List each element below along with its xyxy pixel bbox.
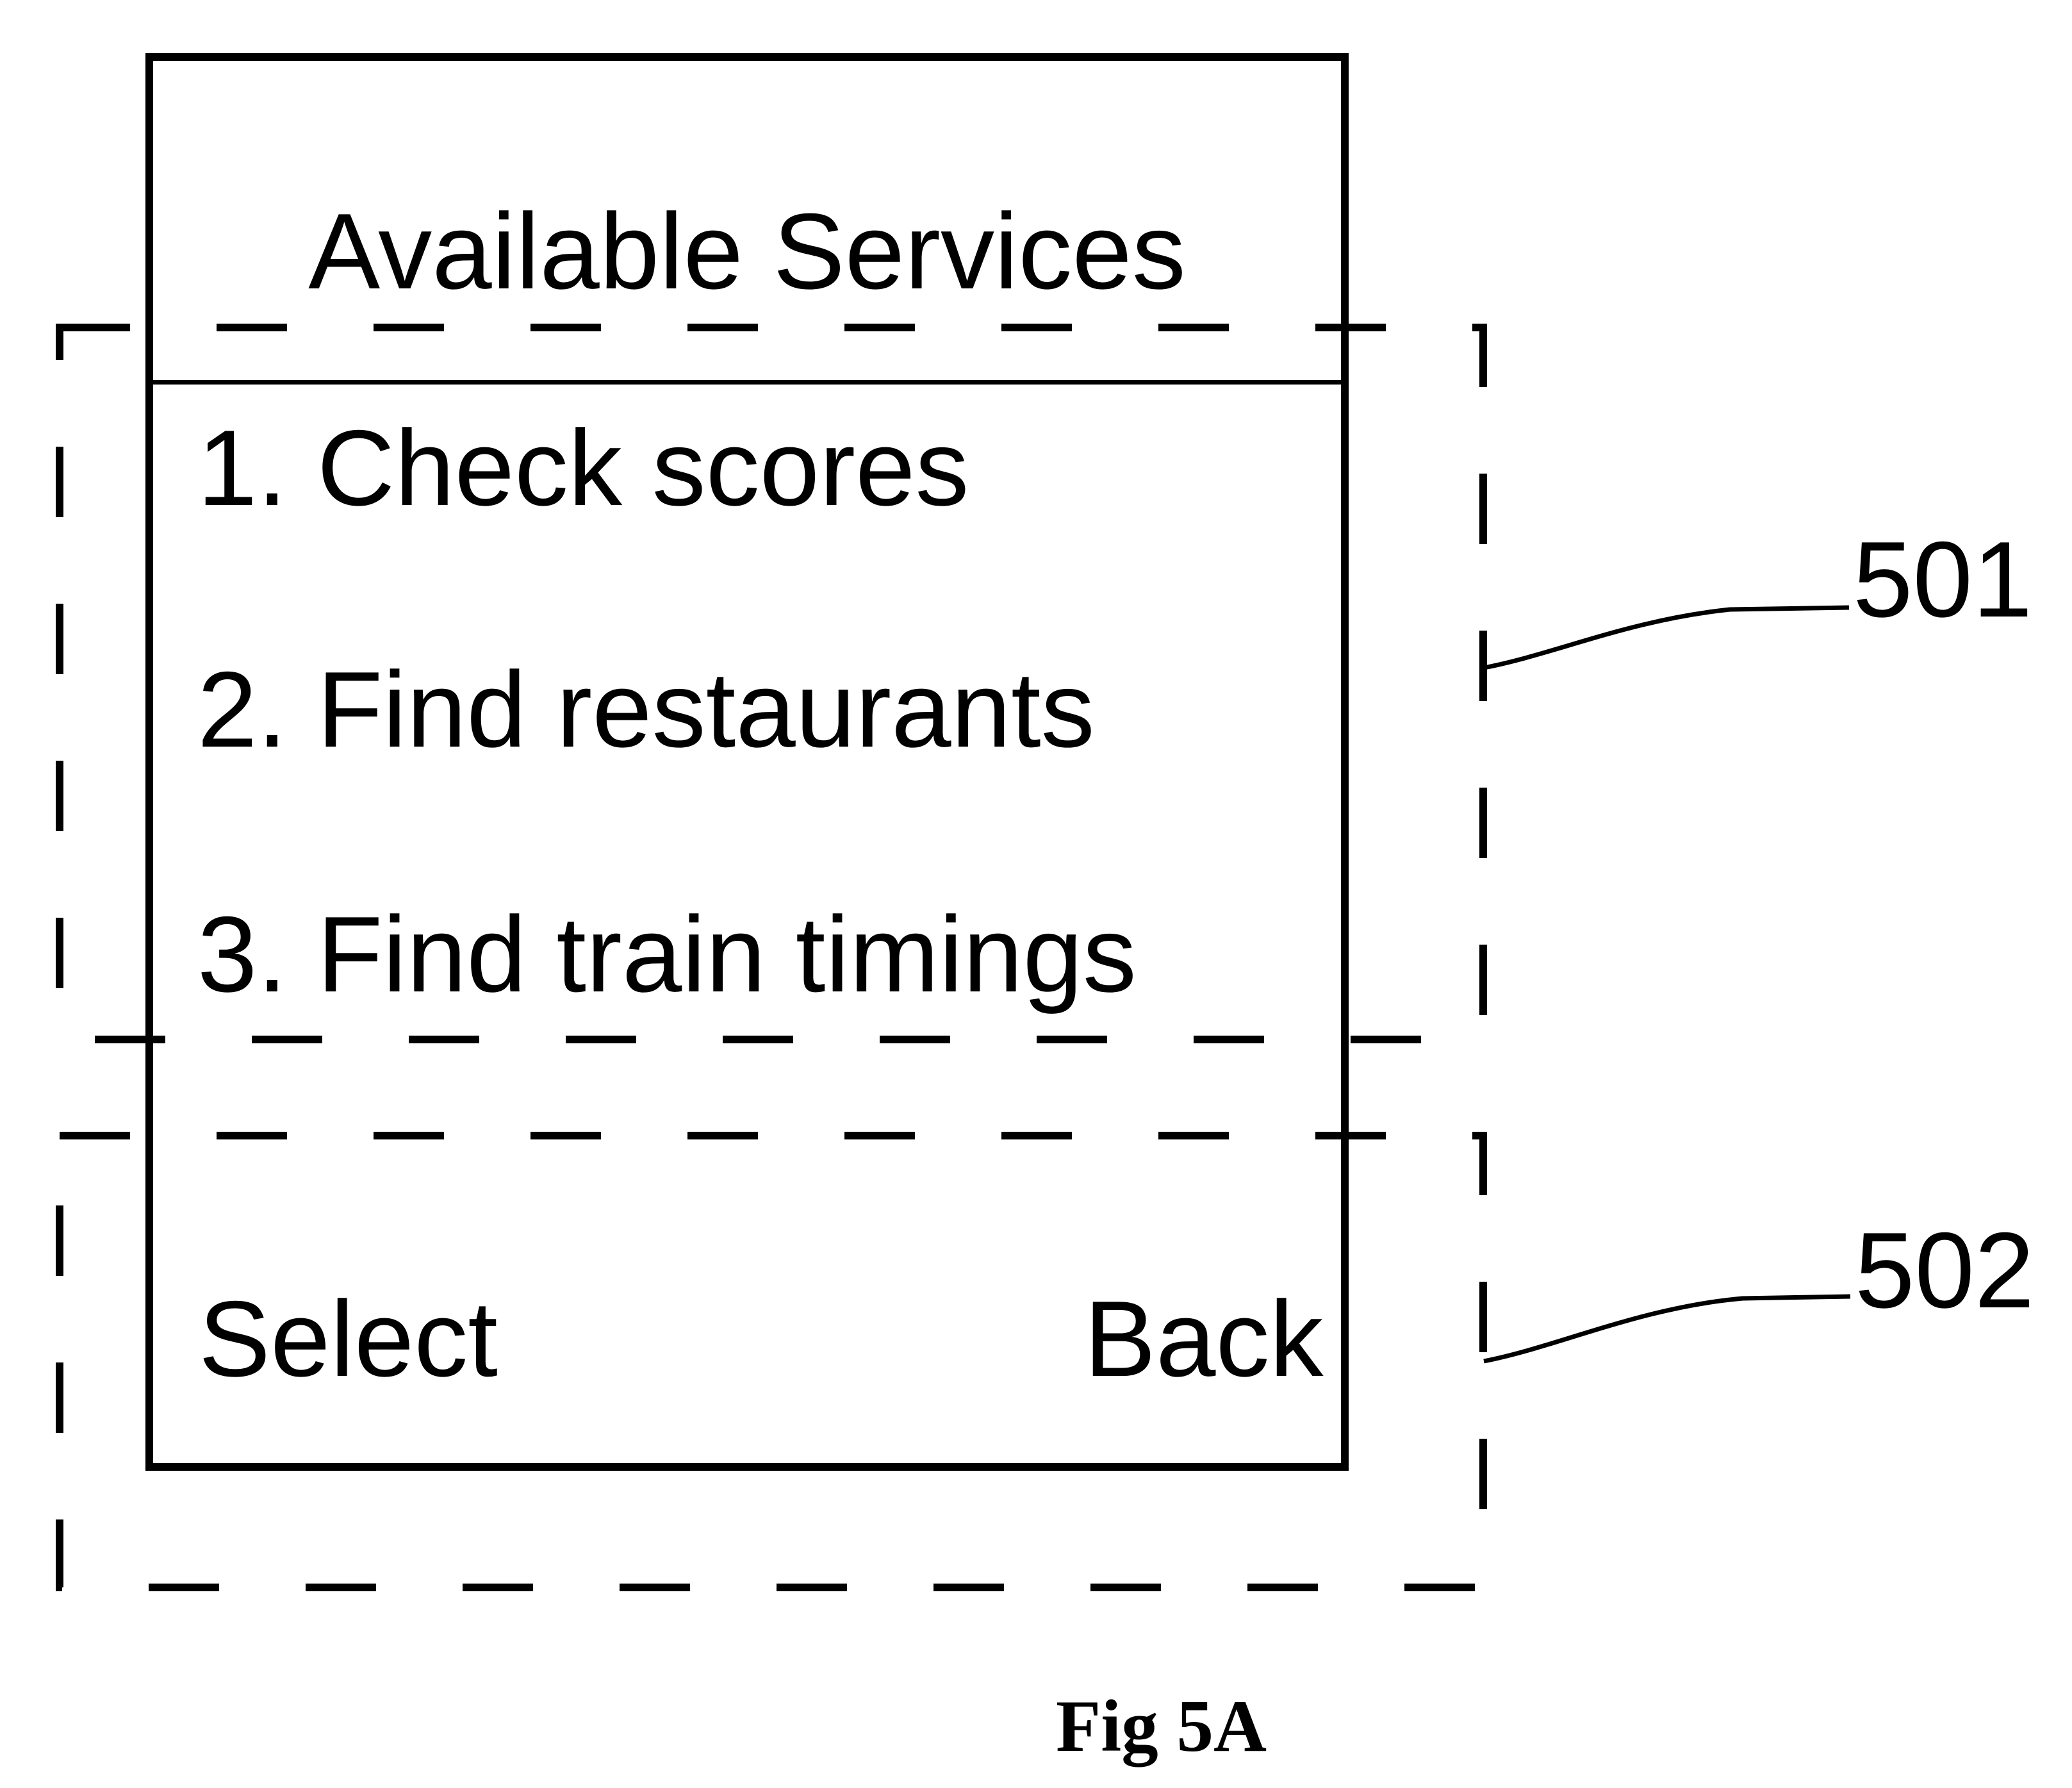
phone-screen: Available Services 1. Check scores 2. Fi… [145,53,1349,1471]
reference-label-502: 502 [1855,1210,2035,1330]
softkey-select[interactable]: Select [199,1279,498,1399]
menu-item-find-train-timings[interactable]: 3. Find train timings [197,894,1137,1014]
menu-item-find-restaurants[interactable]: 2. Find restaurants [197,649,1095,770]
figure-caption: Fig 5A [1056,1685,1267,1767]
screen-title: Available Services [308,191,1186,311]
softkey-back[interactable]: Back [1084,1279,1324,1399]
leader-line-502 [1483,1294,1851,1364]
leader-line-501 [1483,605,1850,670]
menu-item-check-scores[interactable]: 1. Check scores [197,408,969,528]
reference-label-501: 501 [1853,519,2033,640]
title-separator-line [153,380,1341,385]
